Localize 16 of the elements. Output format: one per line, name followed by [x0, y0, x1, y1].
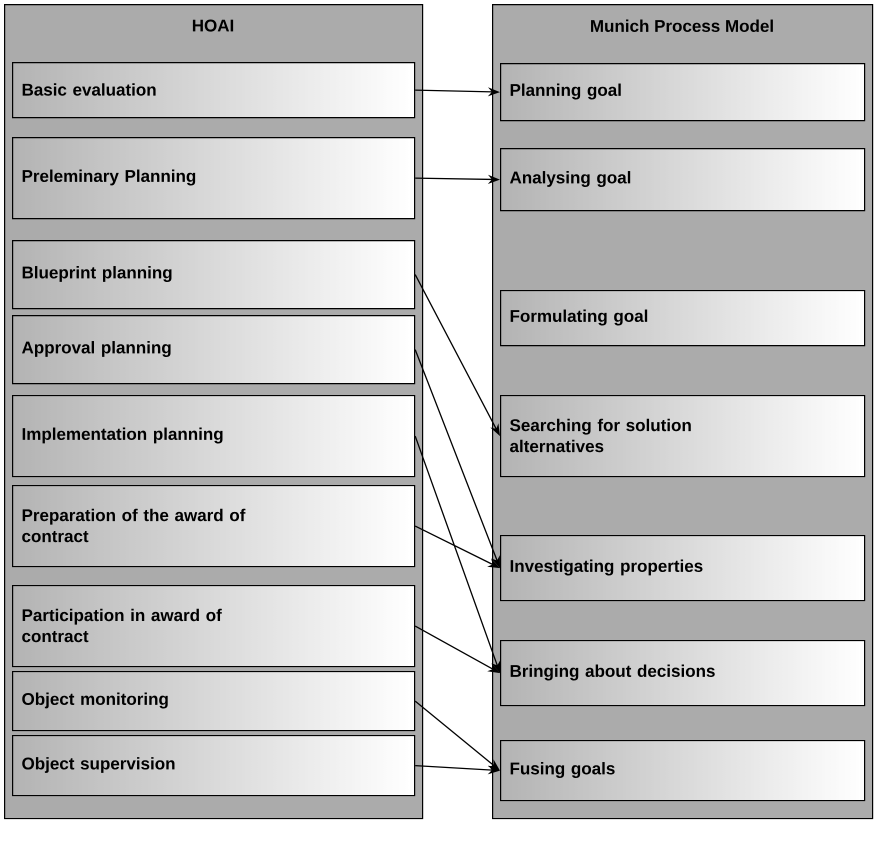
process-box: Searching for solution alternatives	[500, 394, 866, 478]
process-box: Preparation of the award of contract	[12, 484, 416, 568]
process-box: Formulating goal	[500, 290, 866, 346]
process-box: Fusing goals	[500, 740, 866, 802]
process-box: Object monitoring	[12, 670, 416, 732]
process-box: Implementation planning	[12, 394, 416, 478]
process-box: Analysing goal	[500, 148, 866, 212]
process-box: Participation in award of contract	[12, 584, 416, 668]
process-box: Planning goal	[500, 63, 866, 122]
process-box: Blueprint planning	[12, 240, 416, 310]
process-box: Object supervision	[12, 734, 416, 796]
process-box: Approval planning	[12, 314, 416, 384]
process-box: Basic evaluation	[12, 62, 416, 118]
process-box: Bringing about decisions	[500, 640, 866, 706]
process-box: Investigating properties	[500, 534, 866, 602]
process-box: Preleminary Planning	[12, 137, 416, 220]
